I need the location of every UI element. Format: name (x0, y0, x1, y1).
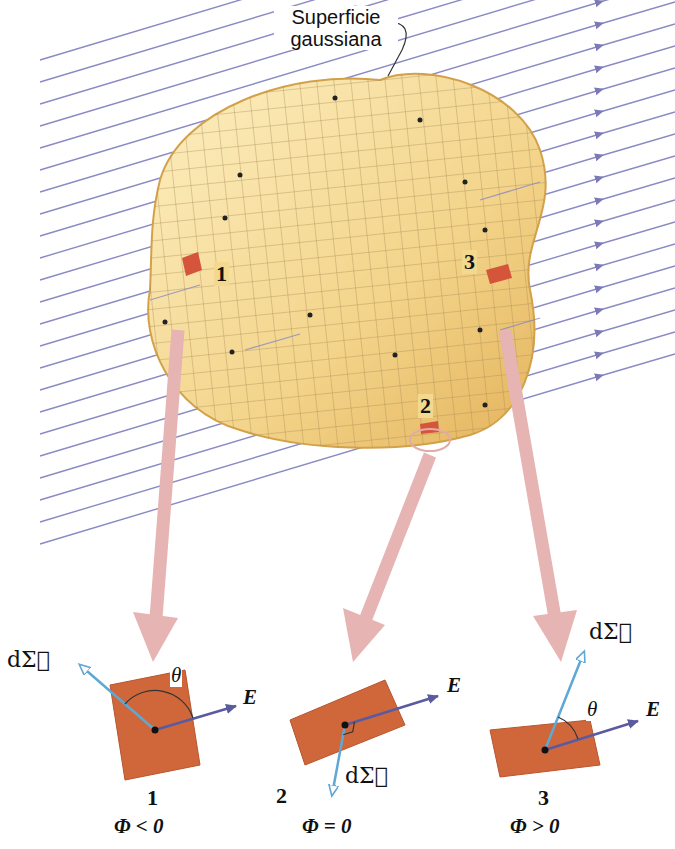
field-vector (545, 721, 638, 750)
patch-number: 3 (538, 786, 549, 810)
field-label: E (242, 686, 258, 709)
field-label: E (446, 674, 462, 697)
angle-arc (558, 717, 578, 739)
point (542, 747, 549, 754)
angle-arc (125, 690, 193, 718)
angle-label: θ (170, 664, 182, 687)
point (342, 722, 349, 729)
field-lines-front (150, 182, 540, 350)
field-label: E (645, 698, 661, 721)
patch-ring (410, 429, 450, 451)
patch-1 (110, 670, 200, 780)
point (152, 727, 159, 734)
patch-2 (290, 680, 405, 765)
field-lines (40, 0, 675, 544)
surface-grid (148, 74, 546, 448)
surface-caption: Superficie gaussiana (274, 6, 398, 50)
surface-patches (182, 252, 512, 434)
area-vector-label: dΣ⃗ (344, 764, 389, 788)
area-vector-label: dΣ⃗ (6, 648, 51, 672)
callout-number: 3 (462, 250, 477, 274)
surface-dots (163, 96, 488, 408)
area-vector (545, 652, 584, 750)
gaussian-surface (148, 74, 546, 448)
patch-3 (490, 720, 600, 777)
patch-number: 1 (147, 786, 158, 810)
angle-label: θ (586, 698, 598, 721)
flux-sign: Φ < 0 (112, 815, 166, 838)
zoom-arrows (133, 330, 577, 662)
area-vector (80, 665, 155, 730)
callout-number: 2 (418, 394, 433, 418)
callout-number: 1 (214, 262, 229, 286)
area-vector-label: dΣ⃗ (588, 620, 633, 644)
patch-number: 2 (276, 784, 287, 808)
flux-sign: Φ = 0 (300, 815, 354, 838)
field-vector (345, 696, 438, 725)
flux-sign: Φ > 0 (508, 815, 562, 838)
field-vector (155, 706, 236, 730)
